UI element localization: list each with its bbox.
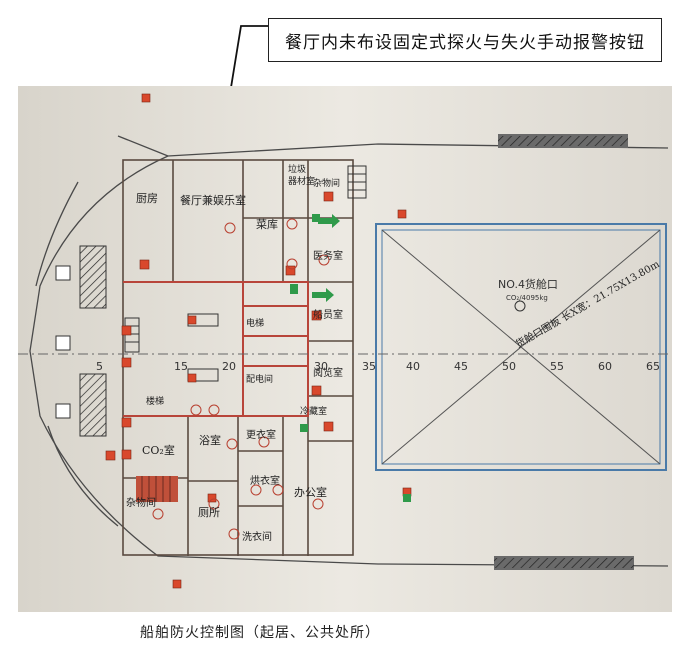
figure-caption: 船舶防火控制图（起居、公共处所） bbox=[140, 625, 380, 641]
frame-number: 35 bbox=[362, 360, 376, 373]
room-label-toilet: 厕所 bbox=[198, 506, 220, 519]
room-label-ship-office: 船员室 bbox=[313, 308, 343, 321]
fire-control-plan-photo: 厨房 餐厅兼娱乐室 垃圾 器材室 杂物间 菜库 医务室 船员室 阅览室 CO₂室… bbox=[18, 86, 672, 612]
room-label-bath: 浴室 bbox=[199, 433, 221, 447]
lifesaving-racks bbox=[55, 245, 107, 437]
room-label-office: 办公室 bbox=[294, 485, 327, 499]
frame-number: 60 bbox=[598, 360, 612, 373]
room-label-material: 器材室 bbox=[288, 175, 315, 187]
plan-drawing: 厨房 餐厅兼娱乐室 垃圾 器材室 杂物间 菜库 医务室 船员室 阅览室 CO₂室… bbox=[18, 86, 672, 612]
plan-background bbox=[18, 86, 672, 612]
green-exit-symbols bbox=[290, 214, 411, 502]
frame-number: 15 bbox=[174, 360, 188, 373]
room-label-corridor: 配电间 bbox=[246, 373, 273, 385]
room-walls bbox=[122, 159, 354, 556]
annotation-callout: 餐厅内未布设固定式探火与失火手动报警按钮 bbox=[268, 18, 662, 62]
room-labels: 厨房 餐厅兼娱乐室 垃圾 器材室 杂物间 菜库 医务室 船员室 阅览室 CO₂室… bbox=[126, 163, 343, 543]
cargo-hatch bbox=[375, 223, 667, 471]
room-label-cold: 冷藏室 bbox=[300, 405, 327, 417]
frame-number: 45 bbox=[454, 360, 468, 373]
room-label-storage: 杂物间 bbox=[126, 496, 156, 509]
room-label-drying: 烘衣室 bbox=[250, 474, 280, 487]
annotation-text: 餐厅内未布设固定式探火与失火手动报警按钮 bbox=[285, 32, 645, 53]
frame-number: 30 bbox=[314, 360, 328, 373]
frame-number: 50 bbox=[502, 360, 516, 373]
room-label-elevator: 电梯 bbox=[246, 317, 264, 329]
room-label-kitchen: 厨房 bbox=[136, 192, 158, 205]
room-label-laundry: 洗衣间 bbox=[242, 530, 272, 543]
frame-number: 55 bbox=[550, 360, 564, 373]
fire-equipment-symbols bbox=[105, 93, 412, 589]
frame-number: 40 bbox=[406, 360, 420, 373]
hatch-extinguisher: CO₂/4095kg bbox=[506, 294, 548, 302]
deck-rails bbox=[494, 134, 634, 570]
frame-number: 5 bbox=[96, 360, 103, 373]
frame-number: 65 bbox=[646, 360, 660, 373]
hatch-name: NO.4货舱口 bbox=[498, 277, 558, 291]
frame-numbers: 5 15 20 30 35 40 45 50 55 60 65 bbox=[96, 360, 660, 373]
fire-detector-circles bbox=[152, 218, 330, 540]
room-label-changing: 更衣室 bbox=[246, 428, 276, 441]
room-label-reading: 阅览室 bbox=[313, 366, 343, 379]
room-label-stair: 楼梯 bbox=[146, 395, 164, 407]
co2-cylinders bbox=[136, 476, 178, 502]
room-label-medical: 医务室 bbox=[313, 249, 343, 262]
room-label-pantry: 菜库 bbox=[256, 218, 278, 231]
room-label-dining: 餐厅兼娱乐室 bbox=[180, 193, 246, 207]
room-label-waste: 垃圾 bbox=[288, 163, 306, 175]
room-label-misc: 杂物间 bbox=[313, 177, 340, 189]
fire-boundary-walls bbox=[123, 281, 309, 417]
frame-number: 20 bbox=[222, 360, 236, 373]
room-label-co2: CO₂室 bbox=[142, 443, 175, 457]
